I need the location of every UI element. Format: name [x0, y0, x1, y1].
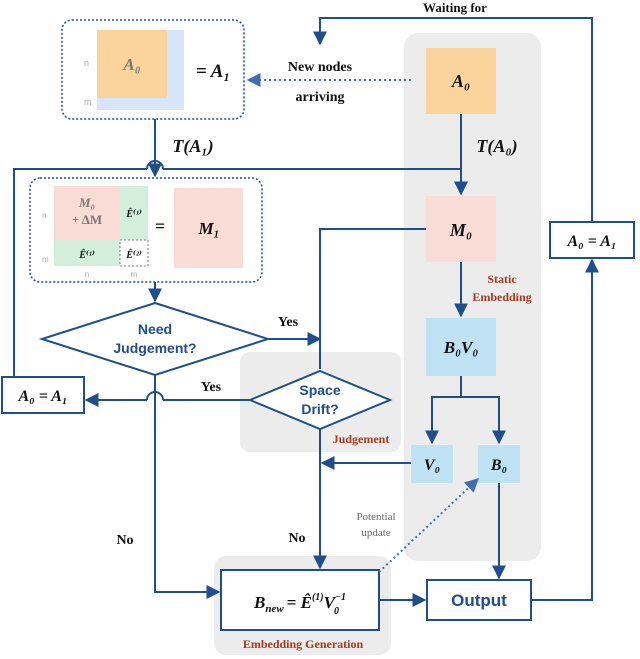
v0-block — [411, 445, 453, 483]
b0v0-block — [426, 318, 496, 376]
waiting-for-label: Waiting for — [423, 0, 487, 15]
transform-right-label: T(A₀) — [476, 136, 517, 157]
m1-dim-m-bottom: m — [131, 270, 138, 279]
new-nodes-line2: arriving — [296, 90, 345, 105]
output-box — [426, 579, 532, 621]
a1-dim-m: m — [84, 97, 92, 107]
need-judgement-diamond — [38, 301, 272, 377]
transform-left-label: T(A₁) — [172, 136, 213, 157]
output-label: Output — [451, 591, 507, 610]
a1-a0-label: A₀ — [122, 55, 140, 74]
assign-right-label: A₀ = A₁ — [566, 233, 616, 250]
judgement-label: Judgement — [333, 432, 390, 446]
formula-sup-minus1: −1 — [335, 592, 346, 603]
connectors — [13, 17, 599, 607]
generation-box — [220, 569, 380, 631]
formula-sub-new: new — [265, 603, 284, 615]
a0-sub-block — [97, 30, 167, 98]
potential-update-line2: update — [361, 527, 390, 539]
potential-update-line1: Potential — [356, 511, 395, 523]
new-nodes-line1: New nodes — [288, 60, 353, 75]
a1-eq-label: = A₁ — [196, 61, 230, 82]
m1-label: M₁ — [197, 219, 219, 238]
no-center-label: No — [288, 531, 305, 546]
assign-left-box — [1, 376, 85, 414]
m1-block — [174, 188, 243, 268]
m1-dim-n-bottom: n — [85, 270, 89, 279]
need-judgement-line1: Need — [138, 321, 172, 337]
e2-block — [119, 239, 149, 267]
static-embedding-panel — [404, 33, 541, 561]
e1-right-block — [120, 186, 148, 240]
assign-left-label: A₀ = A₁ — [17, 388, 67, 405]
assign-right-box — [549, 221, 635, 259]
dotted-connectors — [246, 73, 480, 573]
no-left-label: No — [116, 533, 133, 548]
static-embedding-line2: Embedding — [472, 290, 531, 304]
space-drift-line2: Drift? — [301, 401, 338, 417]
formula-b: B — [253, 593, 265, 612]
m0-text: M₀ — [78, 195, 95, 210]
formula-sup-1: (1) — [312, 592, 324, 603]
yes-top-label: Yes — [278, 315, 299, 330]
e2-text: Ê⁽²⁾ — [125, 249, 142, 261]
v0-label: V₀ — [424, 457, 440, 474]
a1-dim-n: n — [84, 58, 89, 68]
arrow-b0v0-split-right — [461, 396, 506, 445]
m1-eq: = — [155, 216, 165, 236]
need-judgement-line2: Judgement? — [113, 340, 196, 356]
arrow-waiting-for — [313, 17, 593, 222]
arrow-output-to-assign — [531, 258, 599, 601]
generation-formula: Bnew= Ê(1)V−1 0 — [253, 592, 346, 617]
arrow-b0v0-split-left — [425, 376, 462, 445]
static-a0-label: A₀ — [451, 71, 470, 91]
formula-v: V — [324, 593, 337, 612]
delta-m-text: + ΔM — [72, 212, 102, 227]
e1-bottom-text: Ê⁽¹⁾ — [78, 249, 95, 261]
arrow-m0-to-space-drift — [319, 228, 426, 369]
b0-label: B₀ — [490, 457, 507, 474]
b0-block — [478, 445, 520, 483]
arrow-no-left — [154, 375, 221, 599]
arrow-feedback-hop1 — [146, 160, 164, 170]
formula-eq-e: = Ê — [287, 593, 312, 612]
static-m0-label: M₀ — [449, 220, 472, 240]
space-drift-line1: Space — [299, 382, 340, 398]
m0-plus-delta-block — [54, 186, 120, 240]
yes-left-label: Yes — [201, 380, 222, 395]
static-embedding-line1: Static — [487, 272, 517, 286]
e1-bottom-block — [54, 240, 120, 266]
m1-dim-m-left: m — [42, 255, 49, 264]
static-a0-block — [426, 48, 496, 114]
formula-sub-0: 0 — [334, 606, 339, 617]
b0v0-label: B₀V₀ — [443, 338, 479, 357]
m1-dim-n-left: n — [42, 211, 46, 220]
e1-top-text: Ê⁽¹⁾ — [125, 208, 142, 220]
static-m0-block — [426, 196, 496, 262]
arrow-feedback-left — [13, 168, 147, 377]
generation-label: Embedding Generation — [243, 637, 364, 651]
